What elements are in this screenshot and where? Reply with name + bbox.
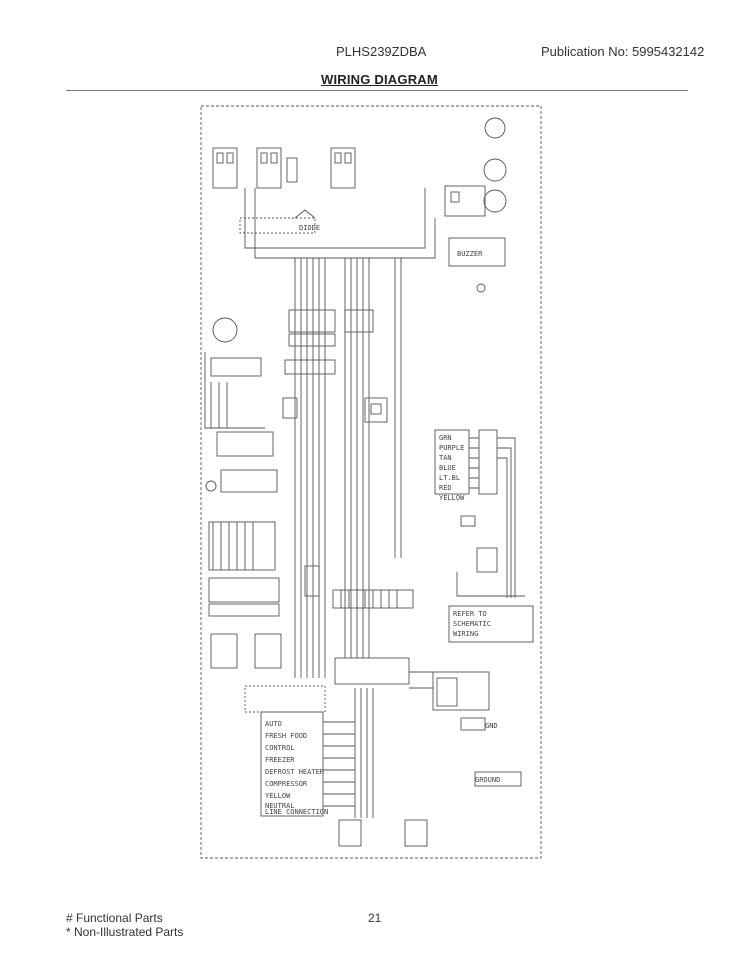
header-divider [66, 90, 688, 91]
control-label-neutral: NEUTRAL [265, 802, 295, 810]
switch-ltbl-label: LT.BL [439, 474, 460, 482]
gnd-label: GND [485, 722, 498, 730]
lower-left-connectors [208, 521, 320, 669]
buzzer-label: BUZZER [457, 250, 483, 258]
wiring-label: WIRING [453, 630, 478, 638]
door-switch [364, 397, 534, 643]
control-label-compressor: COMPRESSOR [265, 780, 308, 788]
switch-purple-label: PURPLE [439, 444, 464, 452]
footer-functional-parts: # Functional Parts [66, 911, 163, 925]
control-label-yellow: YELLOW [265, 792, 291, 800]
control-label-ground: GROUND [475, 776, 500, 784]
page-number: 21 [368, 911, 382, 925]
switch-grn-label: GRN [439, 434, 452, 442]
switch-blue-label: BLUE [439, 464, 456, 472]
footer-non-illustrated-parts: * Non-Illustrated Parts [66, 925, 184, 939]
switch-tan-label: TAN [439, 454, 452, 462]
refer-label: REFER TO [453, 610, 487, 618]
page-title: WIRING DIAGRAM [321, 72, 438, 87]
control-label-fresh-food: FRESH FOOD [265, 732, 307, 740]
control-label-defrost-heater: DEFROST HEATER [265, 768, 325, 776]
control-label-freezer: FREEZER [265, 756, 295, 764]
main-control-board [244, 671, 490, 818]
control-label-line: LINE CONNECTION [265, 808, 328, 816]
switch-yellow-label: YELLOW [439, 494, 465, 502]
top-connectors [212, 147, 356, 189]
fan-motors [444, 117, 507, 293]
left-components [204, 317, 298, 493]
control-label-auto: AUTO [265, 720, 282, 728]
main-harness [294, 258, 402, 678]
control-label-control: CONTROL [265, 744, 295, 752]
wiring-diagram: DIODE BUZZER GRN PURPLE TAN BLUE LT.BL R… [200, 105, 542, 859]
schematic-label: SCHEMATIC [453, 620, 491, 628]
diagram-border [200, 105, 542, 859]
diode-label: DIODE [299, 224, 320, 232]
publication-number: Publication No: 5995432142 [541, 44, 705, 59]
model-number: PLHS239ZDBA [336, 44, 427, 59]
switch-red-label: RED [439, 484, 452, 492]
control-strip [332, 589, 414, 685]
